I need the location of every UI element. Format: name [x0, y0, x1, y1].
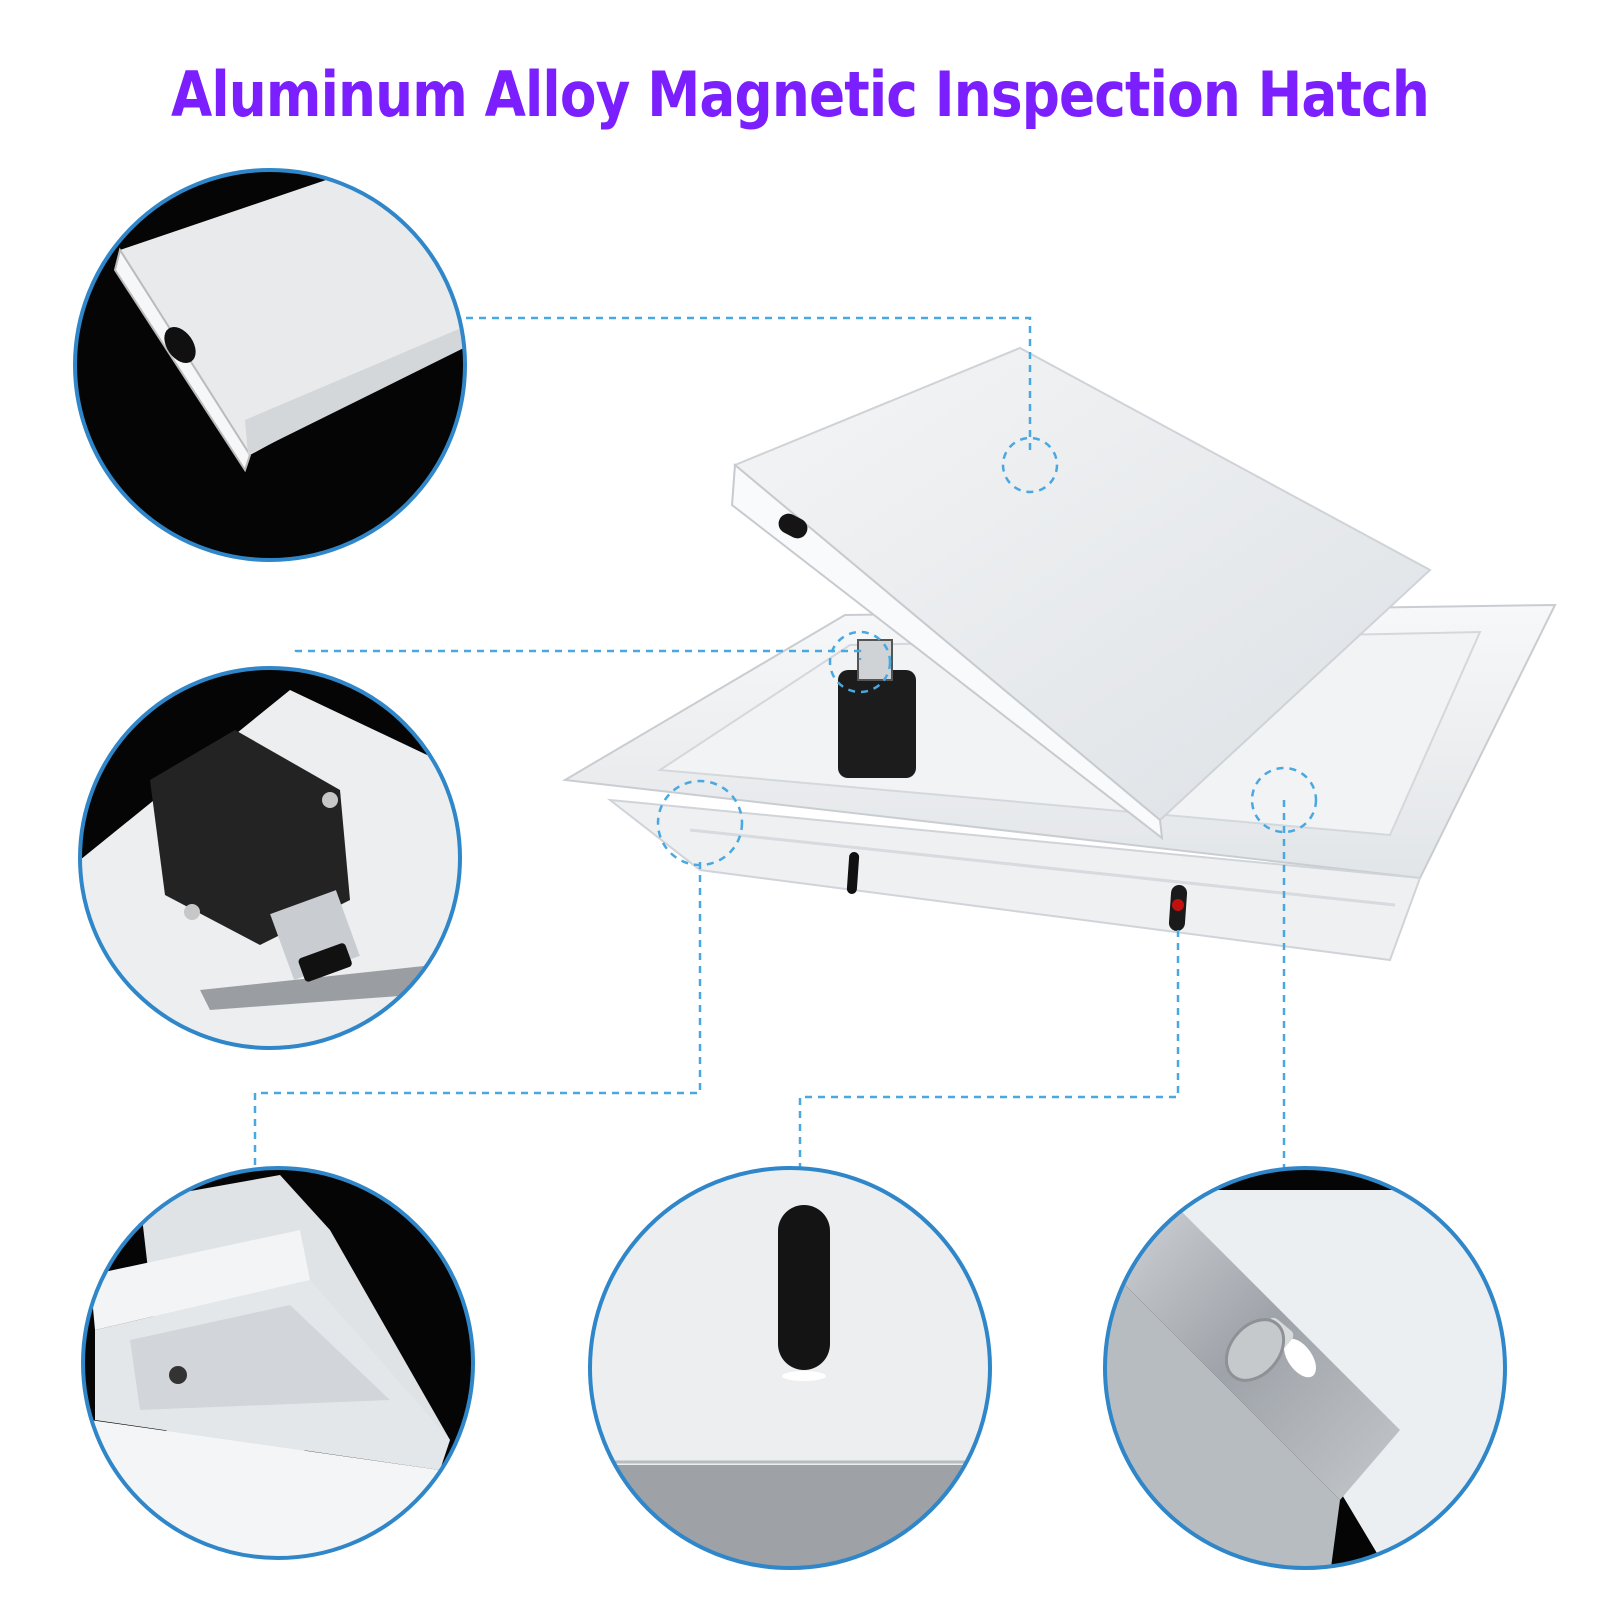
detail-slot-hole	[588, 1166, 992, 1570]
page-title: Aluminum Alloy Magnetic Inspection Hatch	[170, 58, 1430, 131]
detail-frame-corner	[81, 1166, 475, 1560]
hatch-main	[561, 346, 1557, 962]
detail-panel-corner	[73, 168, 467, 562]
leader-lines	[253, 316, 1318, 1178]
detail-push-latch	[78, 666, 462, 1050]
detail-hinge-pin	[1103, 1166, 1507, 1570]
